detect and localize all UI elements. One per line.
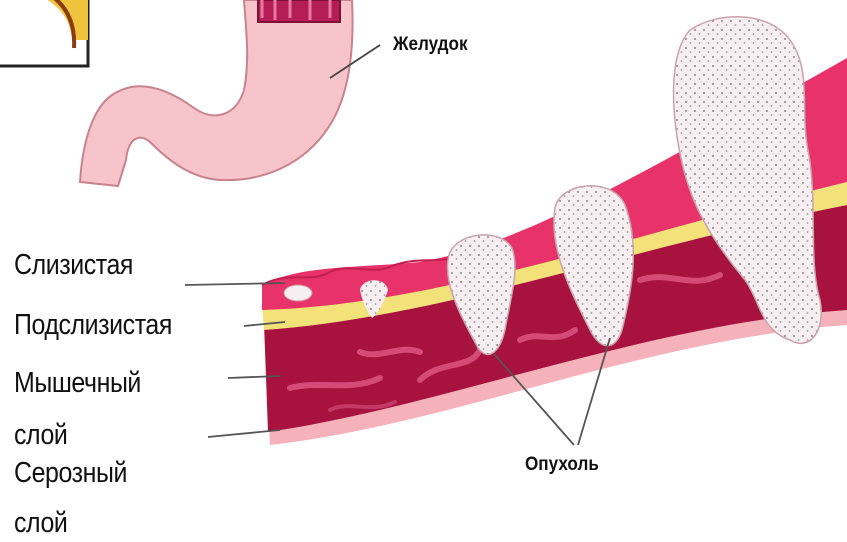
serosa-label-line2: слой	[14, 506, 67, 540]
tumor-label: Опухоль	[525, 454, 599, 476]
inset-frame	[0, 0, 88, 66]
serosa-label-line1: Серозный	[14, 456, 127, 490]
muscle-layer-label-line2: слой	[14, 418, 67, 452]
submucosa-label: Подслизистая	[14, 308, 172, 342]
stomach-shape	[80, 0, 380, 186]
muscle-layer-label-line1: Мышечный	[14, 366, 141, 400]
stomach-label: Желудок	[393, 34, 468, 56]
mucosa-label: Слизистая	[14, 248, 133, 282]
